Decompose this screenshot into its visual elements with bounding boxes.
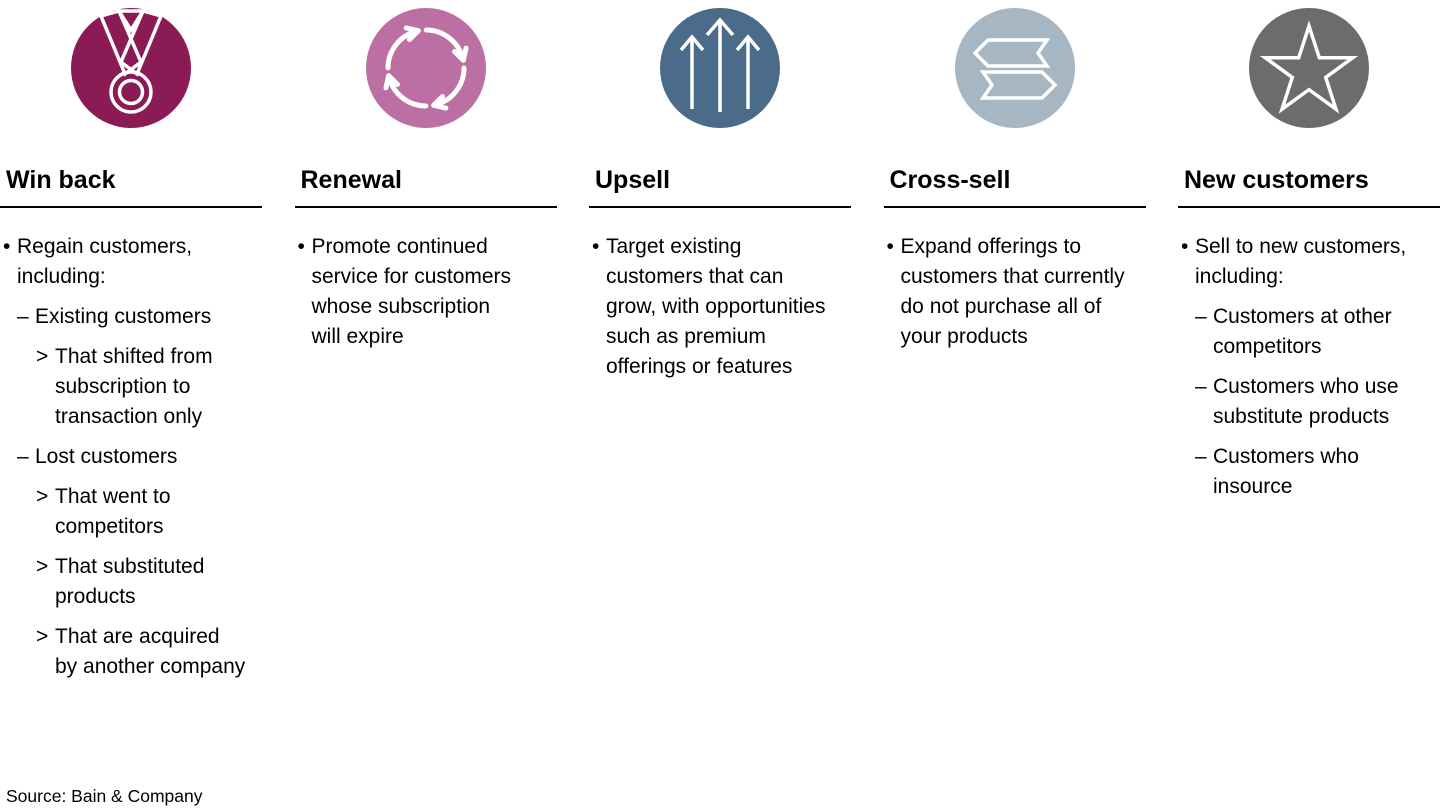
column-title-win-back: Win back (0, 166, 262, 208)
medal-icon (71, 8, 191, 128)
cross-banners-icon (954, 8, 1075, 128)
column-title-renewal: Renewal (294, 166, 557, 208)
bullet-marker: > (36, 625, 49, 648)
list-item: > That are acquired by another company (0, 622, 262, 682)
bullet-marker: • (3, 235, 11, 258)
list-item: –Customers who use substitute products (1178, 372, 1440, 432)
list-item: • Regain customers, including: (0, 232, 262, 292)
column-title-cross-sell: Cross-sell (883, 166, 1146, 208)
list-item-text: Existing customers (35, 305, 212, 328)
bullet-marker: – (17, 445, 29, 468)
bullet-marker: • (886, 235, 894, 258)
strategy-column-upsell: Upsell • Target existing customers that c… (589, 0, 851, 692)
list-item-text: Customers at other competitors (1213, 305, 1392, 358)
list-item: • Target existing customers that can grow… (589, 232, 851, 382)
bullet-marker: – (17, 305, 29, 328)
column-list: •Regain customers, including:–Existing c… (0, 232, 262, 682)
list-item-text: Expand offerings to customers that curre… (900, 235, 1125, 348)
list-item-text: That shifted from subscription to transa… (55, 345, 213, 428)
bullet-marker: > (36, 555, 49, 578)
strategy-column-renewal: Renewal • Promote continued service for c… (294, 0, 557, 692)
list-item: –Customers who insource (1178, 442, 1440, 502)
bullet-marker: • (1181, 235, 1189, 258)
list-item-text: Customers who use substitute products (1213, 375, 1399, 428)
list-item: • Promote continued service for customers… (295, 232, 557, 352)
renewal-cycle-icon (365, 8, 486, 128)
column-title-upsell: Upsell (589, 166, 851, 208)
list-item: • Expand offerings to customers that curr… (884, 232, 1146, 352)
strategy-column-win-back: Win back •Regain customers, including:–E… (0, 0, 262, 692)
column-list: • Target existing customers that can grow… (589, 232, 851, 382)
list-item-text: Regain customers, including: (17, 235, 193, 288)
list-item-text: Lost customers (35, 445, 178, 468)
source-note: Source: Bain & Company (6, 786, 203, 806)
list-item-text: That went to competitors (55, 485, 171, 538)
column-title-new-customers: New customers (1178, 166, 1440, 208)
bullet-marker: – (1195, 445, 1207, 468)
up-arrows-icon (660, 8, 780, 128)
bullet-marker: – (1195, 305, 1207, 328)
list-item-text: Customers who insource (1213, 445, 1359, 498)
list-item: > That went to competitors (0, 482, 262, 542)
list-item-text: That are acquired by another company (55, 625, 246, 678)
column-list: • Promote continued service for customers… (295, 232, 557, 352)
star-icon (1249, 8, 1369, 128)
bullet-marker: > (36, 485, 49, 508)
list-item: • Sell to new customers, including: (1178, 232, 1440, 292)
list-item: > That shifted from subscription to trans… (0, 342, 262, 432)
list-item-text: Target existing customers that can grow,… (606, 235, 826, 378)
list-item-text: Sell to new customers, including: (1195, 235, 1407, 288)
list-item: –Existing customers (0, 302, 262, 332)
strategy-column-new-customers: New customers • Sell to new customers, in… (1178, 0, 1440, 692)
strategy-columns: Win back •Regain customers, including:–E… (0, 0, 1440, 692)
list-item: –Lost customers (0, 442, 262, 472)
list-item-text: Promote continued service for customers … (311, 235, 512, 348)
bullet-marker: • (297, 235, 305, 258)
list-item: > That substituted products (0, 552, 262, 612)
bullet-marker: > (36, 345, 49, 368)
column-list: • Expand offerings to customers that curr… (884, 232, 1146, 352)
list-item-text: That substituted products (55, 555, 205, 608)
strategy-column-cross-sell: Cross-sell • Expand offerings to customer… (883, 0, 1146, 692)
list-item: –Customers at other competitors (1178, 302, 1440, 362)
bullet-marker: – (1195, 375, 1207, 398)
column-list: •Sell to new customers, including:–Custo… (1178, 232, 1440, 502)
bullet-marker: • (592, 235, 600, 258)
